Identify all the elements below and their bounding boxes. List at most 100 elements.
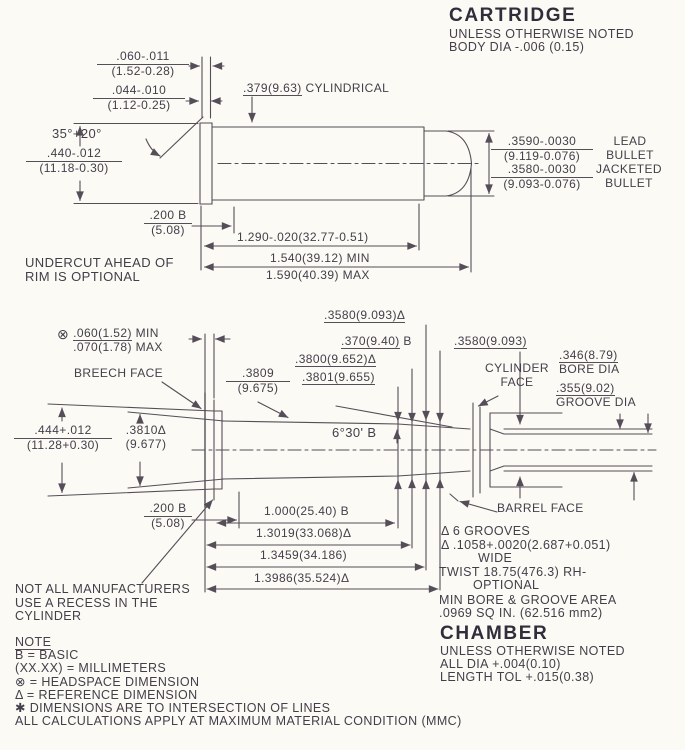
- note-line: (XX.XX) = MILLIMETERS: [15, 661, 167, 676]
- cartridge-rim-outline: [199, 122, 213, 205]
- dim-value-mm: (5.08): [151, 515, 185, 530]
- dim-cartridge-head-length: .200 B (5.08): [144, 208, 192, 237]
- headspace-values: .060(1.52) MIN .070(1.78) MAX: [73, 326, 163, 354]
- dim-bore-dia: .346(8.79) BORE DIA: [559, 348, 620, 376]
- label-line: CYLINDER: [485, 361, 549, 375]
- label-jacketed-bullet: JACKETED BULLET: [591, 162, 667, 190]
- dim-3580-rear: .3580(9.093)Δ: [324, 308, 406, 323]
- dim-throat-angle: 6°30' B: [332, 425, 377, 440]
- label-lead-bullet: LEAD BULLET: [599, 134, 661, 162]
- note-grooves-width: Δ .1058+.0020(2.687+0.051): [441, 538, 611, 552]
- note-grooves-count: Δ 6 GROOVES: [441, 524, 531, 538]
- dim-value-mm: (11.18-0.30): [39, 160, 109, 175]
- dim-len-13459: 1.3459(34.186): [260, 548, 347, 562]
- note-undercut: UNDERCUT AHEAD OF RIM IS OPTIONAL: [25, 256, 174, 284]
- dim-value-in: .044-.010: [93, 83, 185, 99]
- note-line: NOT ALL MANUFACTURERS: [15, 582, 191, 596]
- dim-lead-bullet: .3590-.0030 (9.119-0.076): [491, 134, 593, 163]
- note-twist-2: OPTIONAL: [473, 578, 540, 592]
- dim-chamber-head-length: .200 B (5.08): [144, 501, 192, 530]
- dim-value-in: .3590-.0030: [491, 134, 593, 150]
- dim-value-in: .444+.012: [14, 423, 112, 439]
- dim-3580-front: .3580(9.093): [454, 334, 527, 349]
- dim-value: .3801(9.655): [302, 370, 375, 385]
- dim-value-mm: (5.08): [151, 222, 185, 237]
- cartridge-subnote-1: UNLESS OTHERWISE NOTED: [449, 27, 634, 41]
- note-line: ⊗ = HEADSPACE DIMENSION: [15, 674, 200, 689]
- chamber-title: CHAMBER: [440, 623, 549, 644]
- dim-3809: .3809 (9.675): [226, 366, 290, 395]
- note-twist: TWIST 18.75(476.3) RH-: [439, 565, 587, 579]
- dim-jacketed-bullet: .3580-.0030 (9.093-0.076): [491, 162, 593, 191]
- dim-recess-dia: .444+.012 (11.28+0.30): [14, 423, 112, 452]
- dim-value: .3580(9.093)Δ: [324, 308, 406, 323]
- dim-value-mm: (9.677): [125, 436, 167, 451]
- chamber-subnote-1: UNLESS OTHERWISE NOTED: [440, 644, 625, 658]
- cartridge-title: CARTRIDGE: [449, 5, 577, 26]
- dim-value-in: .200 B: [144, 501, 192, 517]
- note-recess: NOT ALL MANUFACTURERS USE A RECESS IN TH…: [15, 582, 191, 624]
- label-barrel-face: BARREL FACE: [497, 501, 584, 515]
- cartridge-subnote-2: BODY DIA -.006 (0.15): [449, 40, 585, 54]
- dim-3801: .3801(9.655): [302, 370, 375, 385]
- dim-headspace: ⊗ .060(1.52) MIN .070(1.78) MAX: [57, 326, 163, 354]
- note-line: B = BASIC: [15, 648, 79, 663]
- dim-len-13986: 1.3986(35.524)Δ: [254, 571, 350, 585]
- label-line: LEAD: [613, 134, 647, 148]
- dim-oal-max: 1.590(40.39) MAX: [266, 268, 370, 282]
- dim-3800: .3800(9.652)Δ: [295, 352, 377, 367]
- bore-groove-lines: [503, 428, 653, 472]
- dim-value-mm: (11.28+0.30): [26, 437, 100, 452]
- dim-value: .346(8.79): [559, 348, 618, 363]
- dim-value: .3580(9.093): [454, 334, 527, 349]
- dim-label: GROOVE DIA: [556, 394, 637, 409]
- dim-value-mm: (9.675): [237, 380, 279, 395]
- dim-value-in: .3809: [226, 366, 290, 382]
- dim-rim-thickness-inner: .044-.010 (1.12-0.25): [93, 83, 185, 112]
- chamber-subnote-2: ALL DIA +.004(0.10): [440, 657, 561, 671]
- dim-case-length: 1.290-.020(32.77-0.51): [237, 230, 369, 244]
- dim-value-in: .060-.011: [97, 49, 189, 65]
- dim-rim-angle: 35°+20°: [52, 126, 102, 141]
- dim-suffix: MIN: [131, 326, 159, 340]
- dim-groove-dia: .355(9.02) GROOVE DIA: [556, 381, 637, 409]
- notes-heading: NOTE: [15, 635, 52, 650]
- note-grooves-width-2: WIDE: [478, 551, 513, 565]
- label-line: BULLET: [605, 175, 653, 190]
- dim-value-mm: (9.119-0.076): [503, 148, 581, 163]
- dim-value-in: .3580-.0030: [491, 162, 593, 178]
- dim-rim-dia: .440-.012 (11.18-0.30): [26, 146, 122, 175]
- dim-oal-min: 1.540(39.12) MIN: [270, 251, 370, 265]
- note-line: UNDERCUT AHEAD OF: [25, 255, 174, 270]
- label-line: JACKETED: [596, 162, 662, 176]
- barrel-outline: [489, 412, 563, 488]
- notes-block: NOTE B = BASIC (XX.XX) = MILLIMETERS ⊗ =…: [15, 635, 462, 728]
- note-line: ✱ DIMENSIONS ARE TO INTERSECTION OF LINE…: [15, 701, 331, 716]
- dim-value-mm: (9.093-0.076): [503, 176, 581, 191]
- dim-suffix: CYLINDRICAL: [305, 81, 390, 95]
- cartridge-case-outline: [211, 126, 425, 201]
- dim-value-in: .3810Δ: [125, 423, 167, 437]
- dim-value: .3800(9.652)Δ: [295, 352, 377, 367]
- note-line: Δ = REFERENCE DIMENSION: [15, 687, 198, 702]
- note-line: USE A RECESS IN THE: [15, 595, 158, 610]
- note-line: RIM IS OPTIONAL: [25, 269, 141, 284]
- label-line: BULLET: [606, 147, 654, 162]
- dim-value-in: .440-.012: [26, 146, 122, 162]
- dim-value: .070(1.78): [73, 339, 132, 354]
- headspace-symbol-icon: ⊗: [57, 326, 70, 342]
- note-line: CYLINDER: [15, 609, 82, 623]
- dim-value: .370(9.40): [341, 334, 400, 349]
- dim-value-in: .200 B: [144, 208, 192, 224]
- dim-value-in: .379(9.63): [243, 81, 302, 96]
- dim-value-mm: (1.12-0.25): [107, 97, 171, 112]
- note-min-area-2: .0969 SQ IN. (62.516 mm2): [439, 606, 603, 620]
- dim-len-1000: 1.000(25.40) B: [264, 504, 349, 518]
- note-min-area: MIN BORE & GROOVE AREA: [439, 593, 617, 607]
- dim-value: .355(9.02): [556, 381, 615, 396]
- label-line: FACE: [500, 374, 534, 389]
- dim-370: .370(9.40) B: [341, 334, 412, 349]
- chamber-subnote-3: LENGTH TOL +.015(0.38): [440, 670, 595, 684]
